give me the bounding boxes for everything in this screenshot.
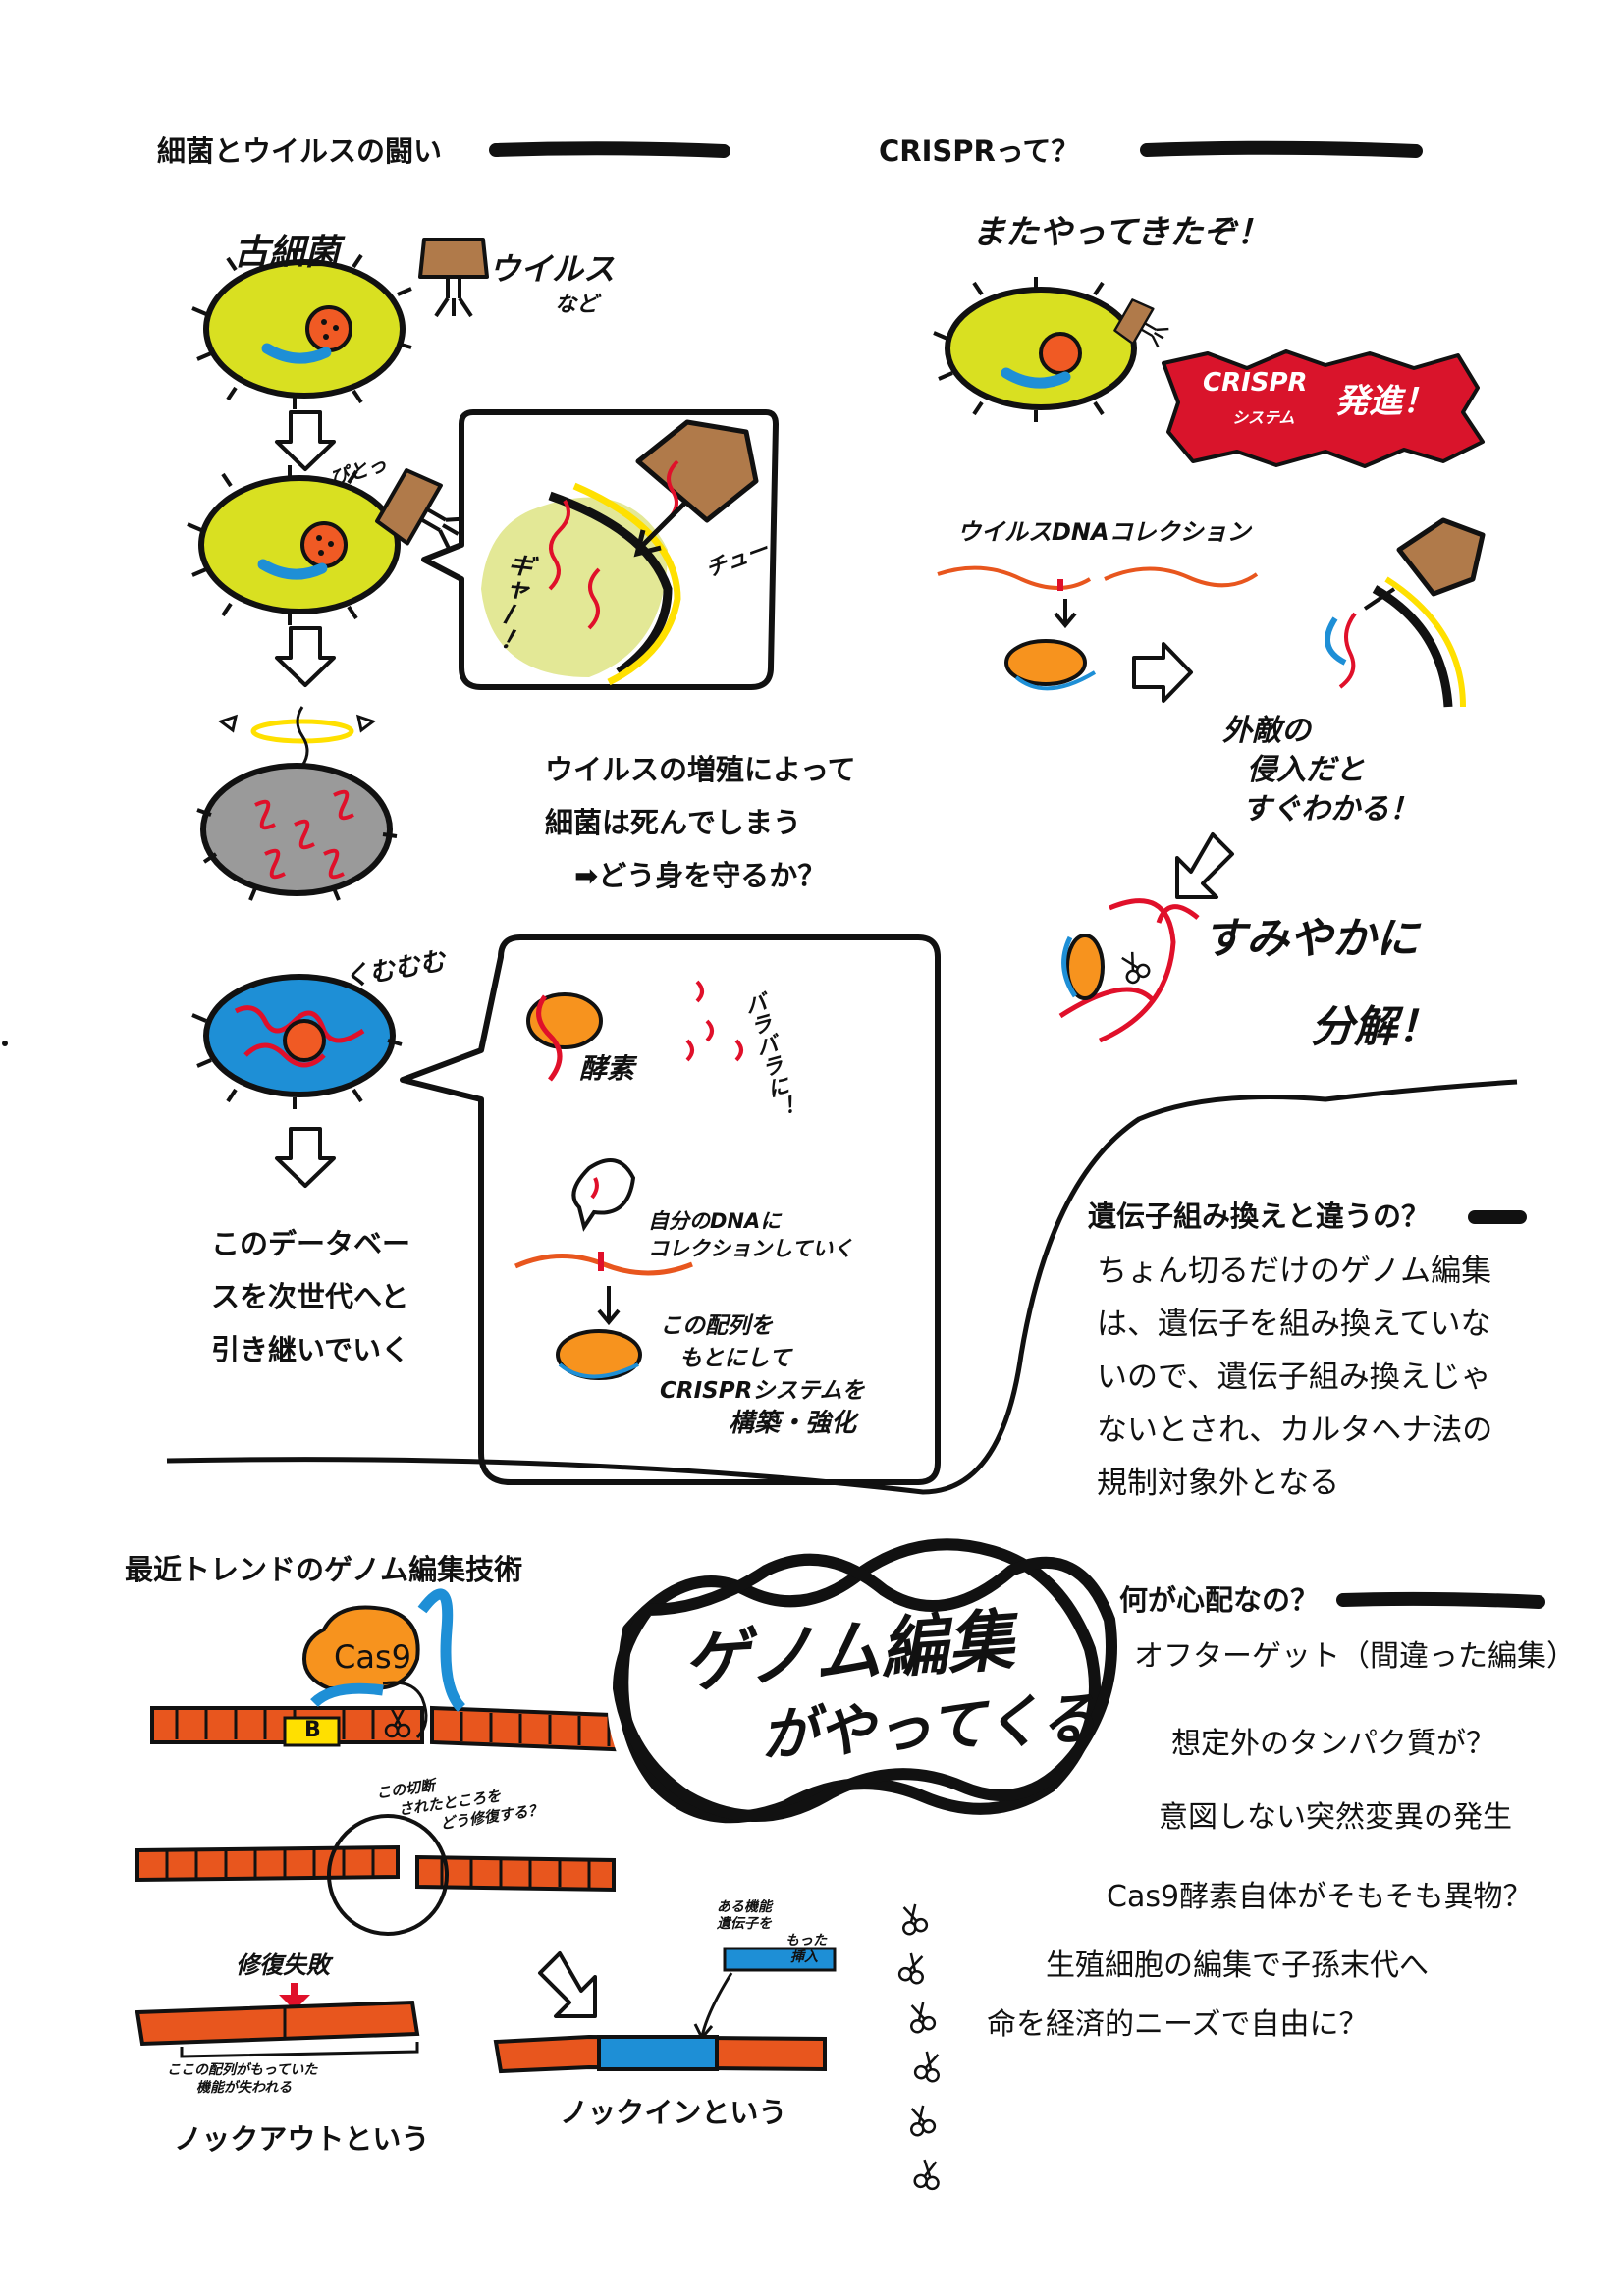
collect-label-line-2: コレクションしていく bbox=[648, 1237, 854, 1260]
concern-item-5: 生殖細胞の編集で子孫末代へ bbox=[1046, 1949, 1429, 1983]
trend-title: 最近トレンドのゲノム編集技術 bbox=[125, 1553, 523, 1586]
knockin-label: ノックインという bbox=[560, 2096, 787, 2129]
crispr-title: CRISPRって？ bbox=[879, 134, 1080, 168]
blue-cell bbox=[191, 974, 403, 1109]
insert-label-line-3: もった bbox=[785, 1933, 827, 1949]
build-label-line-2: もとにして bbox=[679, 1346, 791, 1371]
stray-dot bbox=[2, 1041, 8, 1046]
difference-body: ちょん切るだけのゲノム編集 は、遺伝子を組み換えていな いので、遺伝子組み換えじ… bbox=[1097, 1245, 1492, 1510]
database-note-line-1: このデータベー bbox=[211, 1227, 411, 1260]
crispr-cell bbox=[933, 277, 1137, 422]
virus-label: ウイルス bbox=[489, 250, 616, 288]
crispr-launch-badge bbox=[1162, 349, 1485, 468]
concern-item-3: 意図しない突然変異の発生 bbox=[1159, 1800, 1512, 1835]
decompose-label-1: すみやかに bbox=[1203, 914, 1419, 964]
difference-line-5: 規制対象外となる bbox=[1097, 1466, 1340, 1501]
crispr-attack bbox=[1325, 517, 1486, 708]
knockout-diagram bbox=[135, 1983, 420, 2058]
archaea-cell-2 bbox=[187, 465, 401, 625]
down-arrow-3 bbox=[275, 1127, 336, 1188]
down-arrow-2 bbox=[275, 626, 336, 687]
cas9-diagram bbox=[150, 1588, 689, 1755]
concern-item-6: 命を経済的ニーズで自由に？ bbox=[987, 2007, 1369, 2042]
difference-line-2: は、遺伝子を組み換えていな bbox=[1097, 1307, 1491, 1342]
title-underline-concerns bbox=[1336, 1591, 1545, 1609]
launch-word-system: システム bbox=[1232, 408, 1295, 427]
launch-word-go: 発進！ bbox=[1335, 382, 1435, 421]
diagonal-arrow bbox=[1175, 832, 1234, 899]
archaea-cell-1 bbox=[191, 249, 412, 409]
down-left-arrow bbox=[538, 1951, 597, 2018]
death-note-line-3: ➡どう身を守るか？ bbox=[574, 859, 827, 892]
collect-label: 自分のDNAに コレクションしていく bbox=[648, 1207, 903, 1262]
cut-dna-diagram bbox=[135, 1814, 616, 1936]
death-note-line-2: 細菌は死んでしまう bbox=[545, 806, 802, 839]
decompose-label-2: 分解！ bbox=[1311, 1002, 1440, 1052]
decompose-art bbox=[1058, 898, 1200, 1043]
insert-label-line-1: ある機能 bbox=[717, 1899, 772, 1915]
enzyme-label: 酵素 bbox=[579, 1052, 635, 1085]
title-underline-crispr bbox=[1140, 140, 1423, 158]
foreign-label-line-3: すぐわかる！ bbox=[1242, 792, 1419, 827]
insert-label: ある機能 遺伝子を もった 挿入 bbox=[717, 1899, 854, 1966]
foreign-label-line-1: 外敵の bbox=[1222, 714, 1311, 748]
difference-line-4: ないとされ、カルタヘナ法の bbox=[1097, 1413, 1493, 1448]
banner-helix bbox=[607, 1538, 1117, 1824]
divider-curve bbox=[166, 1079, 1518, 1495]
difference-title: 遺伝子組み換えと違うの？ bbox=[1088, 1200, 1431, 1233]
lost-function: ここの配列がもっていた 機能が失われる bbox=[167, 2061, 317, 2097]
lost-function-line-1: ここの配列がもっていた bbox=[167, 2062, 318, 2078]
death-note: ウイルスの増殖によって 細菌は死んでしまう ➡どう身を守るか？ bbox=[545, 743, 856, 902]
dead-cell bbox=[196, 706, 398, 901]
virus-label-suffix: など bbox=[555, 293, 599, 317]
banner-line-2: がやってくる bbox=[759, 1684, 1099, 1769]
b-label: B bbox=[304, 1718, 321, 1742]
concern-item-2: 想定外のタンパク質が？ bbox=[1171, 1727, 1495, 1761]
right-arrow-1 bbox=[1132, 642, 1193, 703]
virus-icon-1 bbox=[418, 238, 489, 318]
archaea-label: 古細菌 bbox=[234, 233, 341, 273]
process-bubble bbox=[400, 934, 941, 1485]
title-underline-battle bbox=[489, 141, 730, 158]
build-label: この配列を もとにして CRISPRシステムを 構築・強化 bbox=[660, 1310, 935, 1440]
cas9-label: Cas9 bbox=[334, 1638, 411, 1676]
concerns-title: 何が心配なの？ bbox=[1119, 1583, 1320, 1617]
battle-title: 細菌とウイルスの闘い bbox=[157, 134, 443, 168]
insert-label-line-4: 挿入 bbox=[790, 1949, 818, 1965]
foreign-label: 外敵の 侵入だと すぐわかる！ bbox=[1222, 712, 1419, 829]
collect-label-line-1: 自分のDNAに bbox=[648, 1209, 782, 1233]
death-note-line-1: ウイルスの増殖によって bbox=[545, 753, 856, 786]
database-note-line-3: 引き継いでいく bbox=[211, 1333, 410, 1366]
lost-function-line-2: 機能が失われる bbox=[196, 2080, 293, 2096]
insert-label-line-2: 遺伝子を bbox=[717, 1916, 772, 1932]
scissors-column bbox=[896, 1901, 946, 2192]
launch-word-crispr: CRISPR bbox=[1203, 368, 1308, 398]
concern-item-4: Cas9酵素自体がそもそも異物？ bbox=[1107, 1880, 1533, 1914]
down-arrow-1 bbox=[275, 410, 336, 471]
dna-collection-strand bbox=[937, 565, 1259, 691]
database-note-line-2: スを次世代へと bbox=[211, 1280, 409, 1313]
zoom-bubble bbox=[421, 409, 779, 690]
concern-item-1: オフターゲット（間違った編集） bbox=[1134, 1639, 1576, 1674]
collection-label: ウイルスDNAコレクション bbox=[957, 518, 1251, 546]
build-label-line-1: この配列を bbox=[660, 1313, 773, 1339]
foreign-label-line-2: 侵入だと bbox=[1247, 753, 1365, 787]
knockout-label: ノックアウトという bbox=[174, 2122, 430, 2156]
difference-line-3: いので、遺伝子組み換えじゃ bbox=[1097, 1360, 1491, 1395]
knockin-diagram bbox=[493, 1947, 837, 2074]
came-again-label: またやってきたぞ！ bbox=[972, 213, 1271, 252]
repair-label: 修復失敗 bbox=[236, 1951, 330, 1979]
difference-line-1: ちょん切るだけのゲノム編集 bbox=[1097, 1254, 1492, 1289]
build-label-line-3: CRISPRシステムを bbox=[660, 1378, 865, 1404]
build-label-line-4: 構築・強化 bbox=[729, 1409, 857, 1438]
database-note: このデータベー スを次世代へと 引き継いでいく bbox=[211, 1217, 410, 1376]
